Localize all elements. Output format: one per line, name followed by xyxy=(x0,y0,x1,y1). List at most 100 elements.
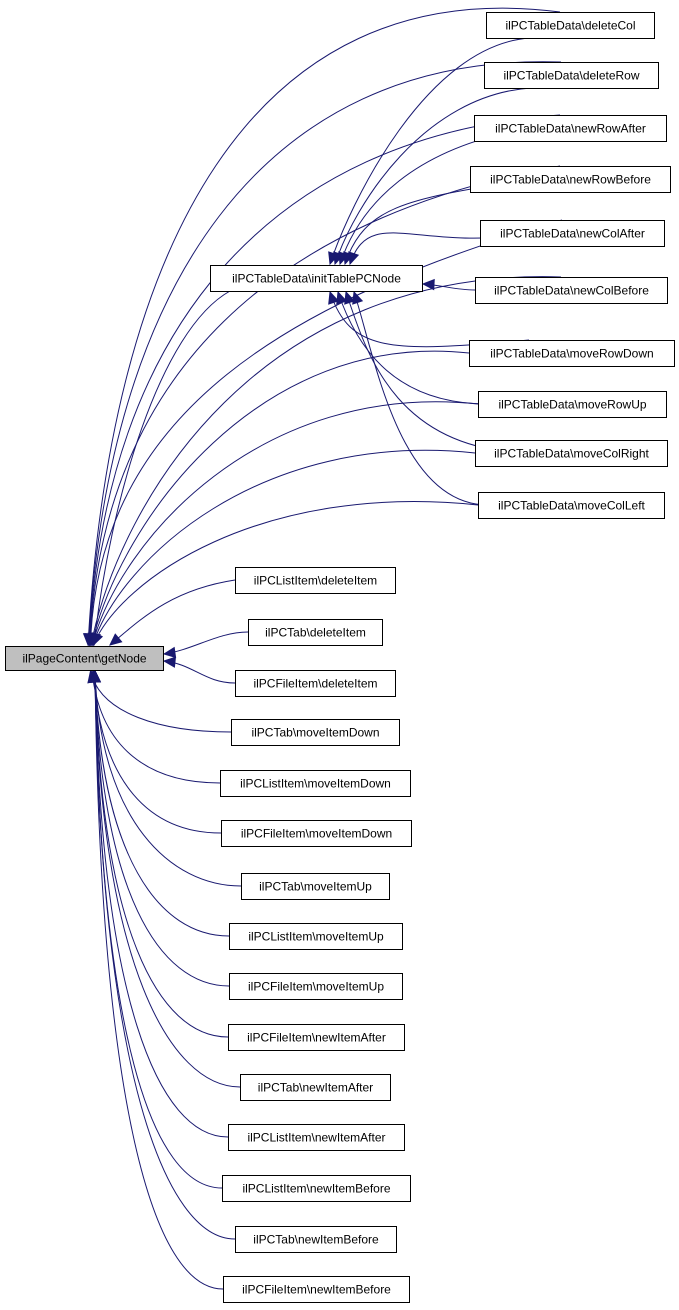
edge-ilpctabledata-movecolright-to-inittablepcnode-arrowhead xyxy=(344,290,356,305)
node-ilpctabledata-deletecol[interactable]: ilPCTableData\deleteCol xyxy=(486,12,655,39)
node-ilpctab-newitemafter[interactable]: ilPCTab\newItemAfter xyxy=(240,1074,391,1101)
edge-ilpctabledata-deletecol-to-getnode xyxy=(87,7,561,646)
node-ilpclistitem-newitemafter[interactable]: ilPCListItem\newItemAfter xyxy=(228,1124,405,1151)
node-ilpctab-deleteitem[interactable]: ilPCTab\deleteItem xyxy=(248,619,383,646)
node-inittablepcnode[interactable]: ilPCTableData\initTablePCNode xyxy=(210,265,423,292)
node-ilpcfileitem-newitemafter-box xyxy=(228,1024,405,1051)
node-ilpcfileitem-moveitemdown-label: ilPCFileItem\moveItemDown xyxy=(241,827,392,841)
node-ilpctab-deleteitem-label: ilPCTab\deleteItem xyxy=(265,626,366,640)
node-ilpctabledata-newrowafter-box xyxy=(474,115,667,142)
node-ilpclistitem-deleteitem[interactable]: ilPCListItem\deleteItem xyxy=(235,567,396,594)
node-ilpctabledata-newrowbefore-box xyxy=(470,166,671,193)
node-root-getnode-label: ilPageContent\getNode xyxy=(22,652,146,666)
node-ilpctabledata-movecolright[interactable]: ilPCTableData\moveColRight xyxy=(475,440,668,467)
edge-ilpctabledata-deletecol-to-inittablepcnode xyxy=(329,37,531,265)
node-ilpctabledata-moverowdown-box xyxy=(469,340,675,367)
edge-ilpctabledata-moverowdown-to-getnode xyxy=(91,350,470,646)
node-ilpctab-deleteitem-box xyxy=(248,619,383,646)
edge-ilpctabledata-newrowafter-to-getnode xyxy=(88,114,561,646)
node-ilpctabledata-newcolbefore-label: ilPCTableData\newColBefore xyxy=(494,284,649,298)
node-ilpcfileitem-deleteitem-box xyxy=(235,670,396,697)
node-ilpctabledata-deletecol-box xyxy=(486,12,655,39)
node-ilpctabledata-deletecol-label: ilPCTableData\deleteCol xyxy=(505,19,635,33)
node-ilpctab-moveitemdown-label: ilPCTab\moveItemDown xyxy=(251,726,379,740)
node-inittablepcnode-box xyxy=(210,265,423,292)
edge-ilpctabledata-movecolleft-to-inittablepcnode-arrowhead xyxy=(352,290,364,305)
edge-ilpcfileitem-moveitemup-to-getnode xyxy=(94,670,230,987)
node-ilpctabledata-deleterow[interactable]: ilPCTableData\deleteRow xyxy=(484,62,659,89)
node-ilpclistitem-moveitemdown-label: ilPCListItem\moveItemDown xyxy=(240,777,391,791)
node-ilpctabledata-movecolleft-box xyxy=(478,492,665,519)
edge-ilpctabledata-newcolafter-to-getnode xyxy=(89,219,563,646)
edge-ilpctab-newitembefore-to-getnode xyxy=(94,670,236,1240)
edge-ilpctabledata-newcolbefore-to-getnode xyxy=(90,276,562,646)
node-ilpcfileitem-newitemafter-label: ilPCFileItem\newItemAfter xyxy=(247,1031,386,1045)
edge-ilpctabledata-movecolleft-to-getnode xyxy=(92,501,479,646)
edge-ilpctabledata-deleterow-to-getnode xyxy=(88,61,562,646)
node-root-getnode[interactable]: ilPageContent\getNode xyxy=(5,646,164,671)
node-ilpctabledata-moverowup-box xyxy=(478,391,667,418)
edge-ilpctabledata-movecolright-to-getnode xyxy=(92,449,476,646)
node-ilpclistitem-moveitemup[interactable]: ilPCListItem\moveItemUp xyxy=(229,923,403,950)
node-ilpctabledata-newcolafter-box xyxy=(480,220,665,247)
node-ilpctabledata-newrowbefore-label: ilPCTableData\newRowBefore xyxy=(490,173,651,187)
edge-ilpctab-deleteitem-to-getnode xyxy=(163,631,249,655)
node-ilpctabledata-moverowdown[interactable]: ilPCTableData\moveRowDown xyxy=(469,340,675,367)
edge-ilpcfileitem-newitembefore-to-getnode-arrowhead xyxy=(89,669,101,683)
node-ilpcfileitem-newitembefore[interactable]: ilPCFileItem\newItemBefore xyxy=(223,1276,410,1303)
node-ilpclistitem-moveitemup-box xyxy=(229,923,403,950)
nodes-layer: ilPageContent\getNode ilPCTableData\initT… xyxy=(5,12,675,1303)
node-ilpctabledata-newcolbefore-box xyxy=(475,277,668,304)
edge-ilpctabledata-moverowdown-to-inittablepcnode-arrowhead xyxy=(328,290,340,305)
node-ilpcfileitem-newitemafter[interactable]: ilPCFileItem\newItemAfter xyxy=(228,1024,405,1051)
edge-ilpcfileitem-deleteitem-to-getnode-arrowhead xyxy=(162,656,177,668)
edge-ilpclistitem-deleteitem-to-getnode-arrowhead xyxy=(109,633,123,646)
node-ilpclistitem-newitembefore-label: ilPCListItem\newItemBefore xyxy=(242,1182,390,1196)
node-ilpclistitem-moveitemup-label: ilPCListItem\moveItemUp xyxy=(248,930,384,944)
node-ilpctabledata-newrowafter[interactable]: ilPCTableData\newRowAfter xyxy=(474,115,667,142)
node-ilpctabledata-movecolright-box xyxy=(475,440,668,467)
node-ilpcfileitem-newitembefore-box xyxy=(223,1276,410,1303)
node-ilpcfileitem-deleteitem[interactable]: ilPCFileItem\deleteItem xyxy=(235,670,396,697)
node-ilpctab-moveitemdown-box xyxy=(231,719,400,746)
edge-ilpctabledata-deleterow-to-inittablepcnode xyxy=(334,87,532,265)
node-ilpctabledata-newcolafter[interactable]: ilPCTableData\newColAfter xyxy=(480,220,665,247)
node-ilpctabledata-moverowdown-label: ilPCTableData\moveRowDown xyxy=(490,347,653,361)
node-ilpctabledata-movecolleft-label: ilPCTableData\moveColLeft xyxy=(498,499,645,513)
edge-ilpctab-moveitemdown-to-getnode xyxy=(90,670,232,733)
edge-ilpctabledata-movecolright-to-inittablepcnode xyxy=(345,291,536,454)
node-ilpctab-newitemafter-label: ilPCTab\newItemAfter xyxy=(258,1081,373,1095)
edge-ilpclistitem-newitemafter-to-getnode xyxy=(94,670,229,1138)
node-ilpctab-moveitemdown[interactable]: ilPCTab\moveItemDown xyxy=(231,719,400,746)
node-ilpclistitem-newitemafter-label: ilPCListItem\newItemAfter xyxy=(247,1131,385,1145)
node-ilpctabledata-newcolbefore[interactable]: ilPCTableData\newColBefore xyxy=(475,277,668,304)
node-ilpctab-newitembefore[interactable]: ilPCTab\newItemBefore xyxy=(235,1226,397,1253)
edge-ilpctabledata-moverowup-to-getnode xyxy=(91,401,479,646)
node-inittablepcnode-label: ilPCTableData\initTablePCNode xyxy=(232,272,401,286)
edge-inittablepcnode-to-getnode-arrowhead xyxy=(89,632,102,647)
node-ilpctabledata-newrowbefore[interactable]: ilPCTableData\newRowBefore xyxy=(470,166,671,193)
edge-ilpcfileitem-newitembefore-to-getnode xyxy=(94,670,224,1290)
node-ilpclistitem-deleteitem-label: ilPCListItem\deleteItem xyxy=(254,574,377,588)
node-ilpctabledata-deleterow-label: ilPCTableData\deleteRow xyxy=(503,69,639,83)
node-ilpcfileitem-newitembefore-label: ilPCFileItem\newItemBefore xyxy=(242,1283,391,1297)
node-ilpclistitem-newitemafter-box xyxy=(228,1124,405,1151)
node-ilpcfileitem-moveitemdown[interactable]: ilPCFileItem\moveItemDown xyxy=(221,820,412,847)
node-ilpcfileitem-moveitemup-box xyxy=(229,973,403,1000)
node-ilpclistitem-deleteitem-box xyxy=(235,567,396,594)
edge-ilpclistitem-moveitemup-to-getnode xyxy=(94,670,230,937)
node-ilpctabledata-movecolleft[interactable]: ilPCTableData\moveColLeft xyxy=(478,492,665,519)
edge-ilpclistitem-moveitemdown-to-getnode xyxy=(91,670,221,784)
node-ilpclistitem-moveitemdown[interactable]: ilPCListItem\moveItemDown xyxy=(220,770,411,797)
edge-ilpcfileitem-newitemafter-to-getnode xyxy=(94,670,229,1038)
node-ilpclistitem-newitembefore[interactable]: ilPCListItem\newItemBefore xyxy=(222,1175,411,1202)
node-ilpctabledata-movecolright-label: ilPCTableData\moveColRight xyxy=(494,447,649,461)
node-ilpctab-moveitemup-label: ilPCTab\moveItemUp xyxy=(259,880,372,894)
node-ilpctab-moveitemup-box xyxy=(241,873,390,900)
edge-ilpctabledata-movecolleft-to-inittablepcnode xyxy=(353,291,489,506)
node-ilpcfileitem-moveitemup[interactable]: ilPCFileItem\moveItemUp xyxy=(229,973,403,1000)
node-ilpctab-moveitemup[interactable]: ilPCTab\moveItemUp xyxy=(241,873,390,900)
edge-ilpclistitem-deleteitem-to-getnode xyxy=(109,579,236,646)
node-ilpctabledata-moverowup[interactable]: ilPCTableData\moveRowUp xyxy=(478,391,667,418)
node-ilpctabledata-newrowafter-label: ilPCTableData\newRowAfter xyxy=(495,122,646,136)
